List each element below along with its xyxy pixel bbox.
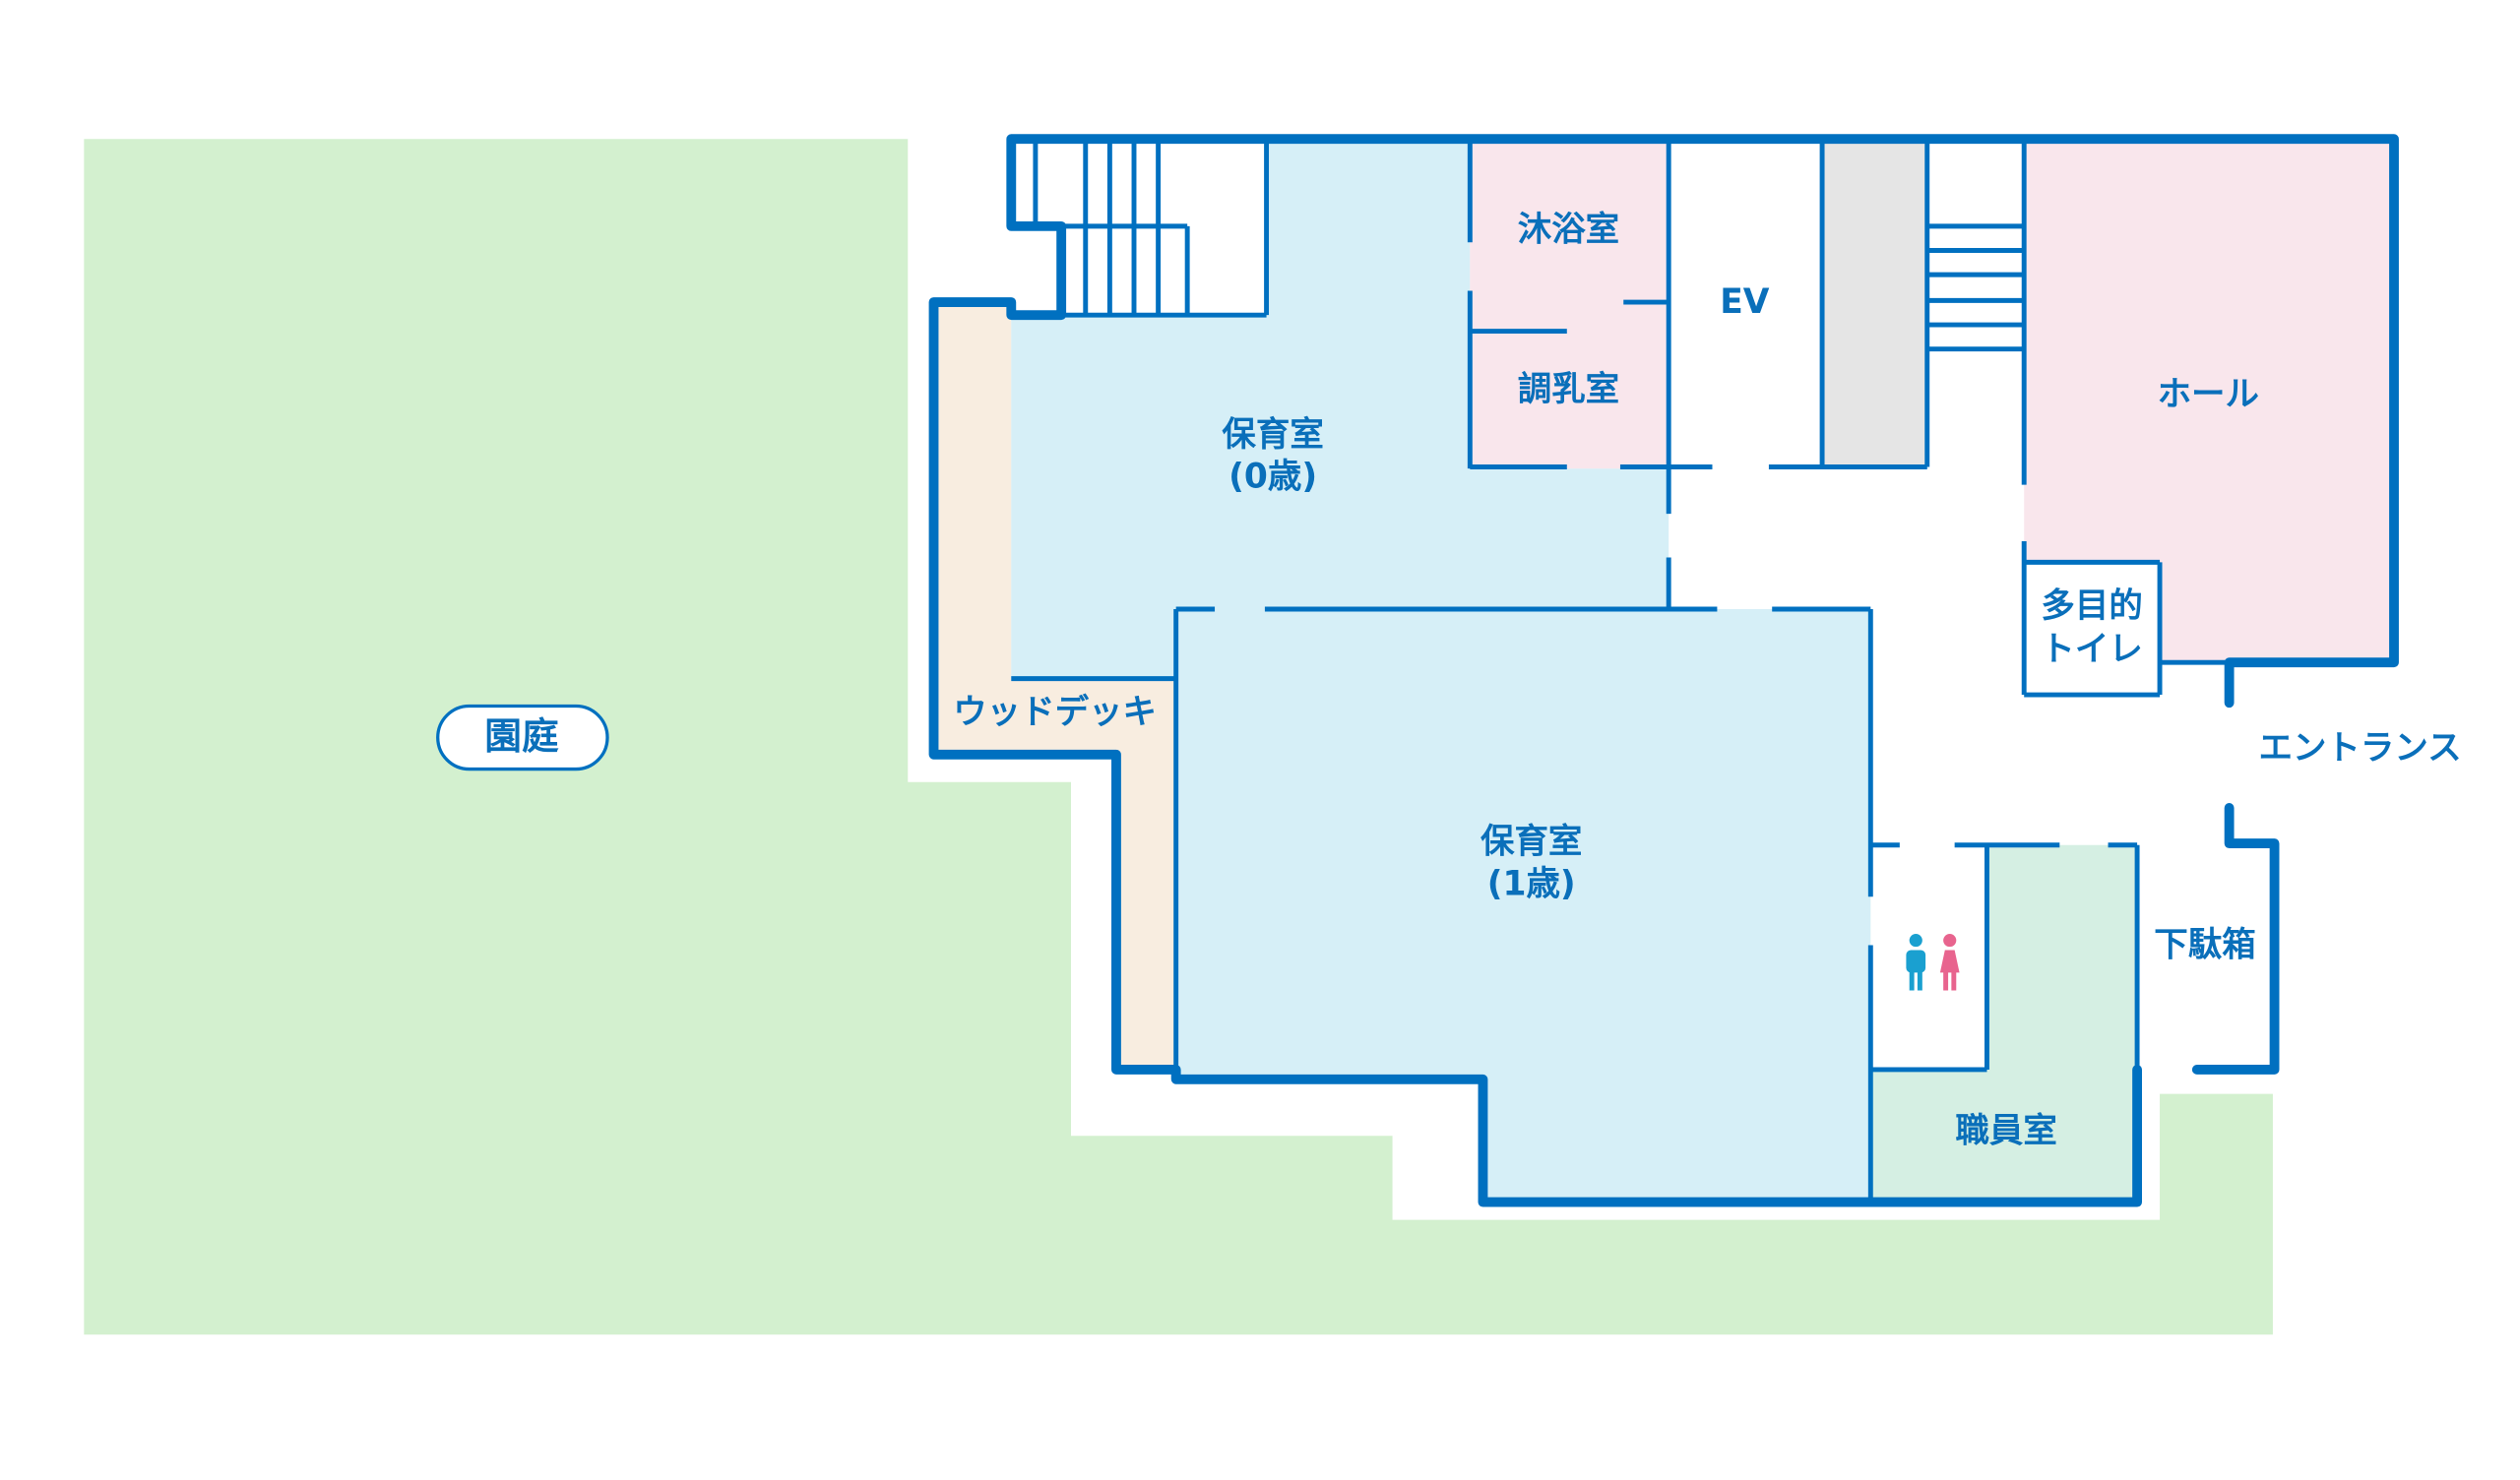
nursery-1-label-line2: (1歳) xyxy=(1487,864,1576,903)
inner-walls xyxy=(1011,142,2230,1200)
nursery-0-label-line2: (0歳) xyxy=(1228,458,1317,497)
bathing-milk-area xyxy=(1470,142,1670,469)
nursery-1-area xyxy=(1175,609,1871,1200)
male-person-icon xyxy=(1906,934,1926,991)
garden-area xyxy=(84,139,2273,1335)
nursery-0-area xyxy=(1011,142,1670,679)
garden-label-pill xyxy=(436,704,609,771)
outer-wall xyxy=(928,134,2399,1207)
staff-room-label: 職員室 xyxy=(1955,1111,2056,1150)
shoe-box-label: 下駄箱 xyxy=(2154,926,2255,965)
entrance-label: エントランス xyxy=(2259,728,2462,768)
elevator-label: EV xyxy=(1720,282,1770,322)
bathing-room-label: 沐浴室 xyxy=(1518,210,1619,249)
nursery-0-label-line1: 保育室 xyxy=(1222,415,1323,455)
stairs-left xyxy=(1033,142,1270,318)
hall-label: ホール xyxy=(2158,375,2259,414)
female-person-icon xyxy=(1939,934,1960,991)
nursery-1-label-line1: 保育室 xyxy=(1480,823,1582,862)
stairs-right xyxy=(1926,223,2025,352)
milk-room-label: 調乳室 xyxy=(1518,370,1619,409)
wood-deck-area xyxy=(933,302,1176,1072)
wood-deck-label: ウッドデッキ xyxy=(953,693,1157,732)
multi-toilet-label-line2: トイレ xyxy=(2041,630,2142,669)
hall-area xyxy=(2024,142,2394,663)
outer-wall-entrance xyxy=(2191,803,2280,1075)
stair-void-area xyxy=(1822,142,1927,469)
staff-room-area xyxy=(1870,844,2138,1200)
garden-label: 園庭 xyxy=(484,714,559,758)
multi-toilet-label-line1: 多目的 xyxy=(2041,586,2142,626)
